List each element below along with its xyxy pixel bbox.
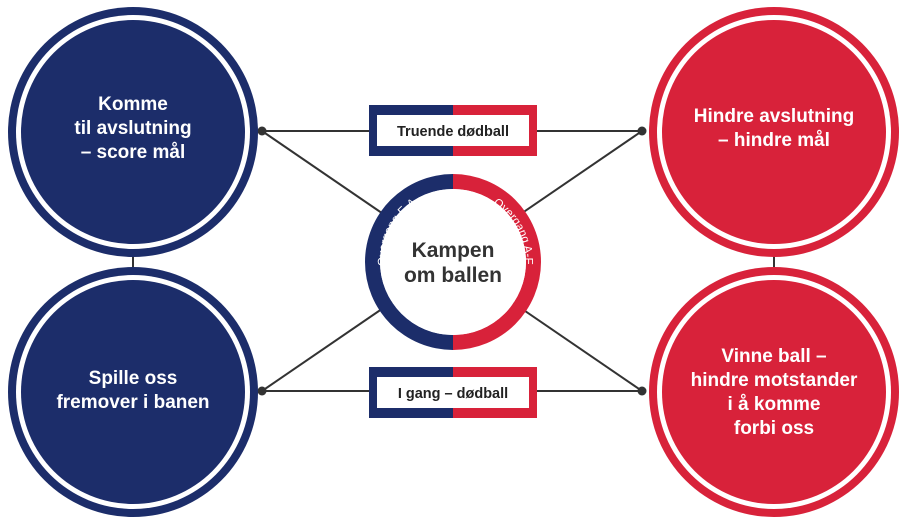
dot-bottom-left xyxy=(257,386,267,396)
circle-bottom-right-line-4: forbi oss xyxy=(734,418,814,439)
circle-top-right-line-1: Hindre avslutning xyxy=(694,106,854,127)
circle-top-left-line-2: til avslutning xyxy=(74,118,191,139)
circle-bottom-right-line-3: i å komme xyxy=(728,394,821,415)
bottom-label-box: I gang – dødball xyxy=(369,367,537,418)
circle-bottom-right: Vinne ball – hindre motstander i å komme… xyxy=(649,267,899,517)
circle-top-left-line-3: – score mål xyxy=(81,142,186,163)
center-ring-right-half xyxy=(453,174,541,350)
circle-bottom-left-line-1: Spille oss xyxy=(89,368,178,389)
circle-top-left: Komme til avslutning – score mål xyxy=(8,7,258,257)
top-label-text: Truende dødball xyxy=(397,124,509,140)
connector-dots xyxy=(257,126,647,396)
circle-bottom-right-line-2: hindre motstander xyxy=(691,370,858,391)
dot-bottom-right xyxy=(637,386,647,396)
circle-top-right: Hindre avslutning – hindre mål xyxy=(649,7,899,257)
circle-top-left-line-1: Komme xyxy=(98,94,168,115)
circle-bottom-right-line-1: Vinne ball – xyxy=(721,346,826,367)
top-label-box: Truende dødball xyxy=(369,105,537,156)
circle-bottom-left: Spille oss fremover i banen xyxy=(8,267,258,517)
dot-top-left xyxy=(257,126,267,136)
dot-top-right xyxy=(637,126,647,136)
center-title-line-2: om ballen xyxy=(404,264,502,287)
center-ring-left-half xyxy=(365,174,453,350)
center-ring: Overgang F-A Overgang A-F Kampen om ball… xyxy=(365,174,541,350)
bottom-label-text: I gang – dødball xyxy=(398,386,508,402)
circle-top-right-line-2: – hindre mål xyxy=(718,130,830,151)
center-title-line-1: Kampen xyxy=(412,239,495,262)
circle-bottom-left-line-2: fremover i banen xyxy=(56,392,209,413)
